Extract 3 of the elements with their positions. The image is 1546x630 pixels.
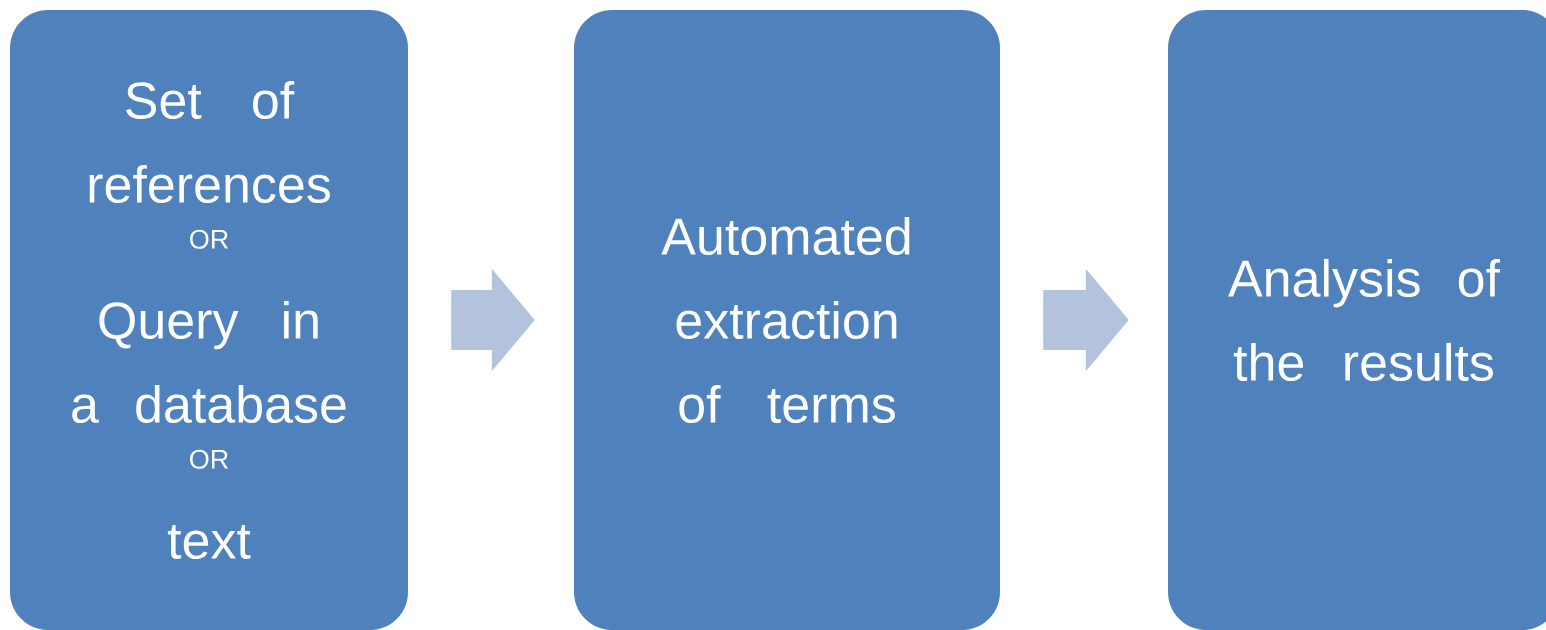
process-box: Automated extraction of terms — [574, 10, 1000, 630]
process-box: Analysis of the results — [1168, 10, 1546, 630]
process-box: Set of references OR Query in a database OR text — [10, 10, 408, 630]
